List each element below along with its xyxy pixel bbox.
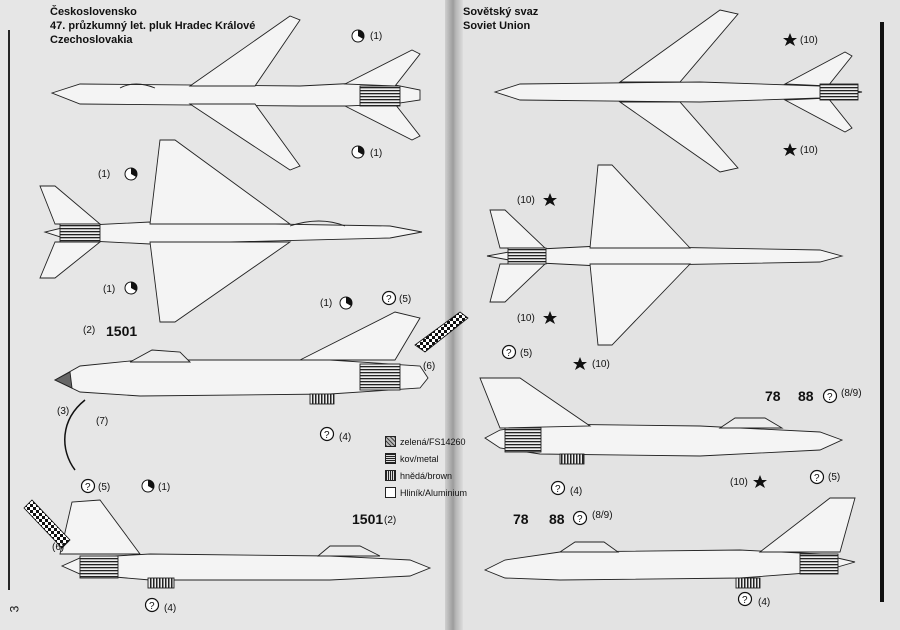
legend-item: Hliník/Aluminium [385,484,467,501]
cz-bottom-view [39,139,423,323]
cz-serial-number: 1501 [106,323,137,339]
question-mark: ? [386,294,392,305]
cz-roundel-icon [124,281,138,295]
ref-label: (6) [423,361,435,372]
ref-label: (5) [399,294,411,305]
su-side-view-lower [483,497,856,589]
ref-label: (5) [828,472,840,483]
checkered-tail-band [23,499,71,549]
cz-serial-number: 1501 [352,511,383,527]
ref-label: (10) [517,313,535,324]
cz-roundel-icon [141,479,155,493]
question-mark: ? [324,430,330,441]
soviet-star-icon [783,33,797,46]
ref-label: (4) [570,486,582,497]
ref-label: (1) [103,284,115,295]
ref-label: (5) [98,482,110,493]
su-top-view [493,9,863,173]
question-mark: ? [742,595,748,606]
legend-item: hnědá/brown [385,467,467,484]
ref-label: (5) [520,348,532,359]
su-serial-number: 78 [765,388,781,404]
ref-label: (10) [800,35,818,46]
question-mark: ? [149,601,155,612]
ref-label: (3) [57,406,69,417]
ref-label: (4) [758,597,770,608]
su-serial-number: 88 [798,388,814,404]
country-cz-label: Sovětský svaz [463,6,539,18]
su-side-view-upper [479,377,844,465]
legend-label: hnědá/brown [400,470,453,481]
page-fold [445,0,463,630]
su-bottom-view [486,164,844,346]
legend-label: Hliník/Aluminium [400,487,468,498]
legend-label: kov/metal [400,453,439,464]
left-margin-rule [8,30,10,590]
checkered-tail-band [414,311,469,353]
legend-item: kov/metal [385,450,467,467]
cz-roundel-icon [339,296,353,310]
cz-roundel-icon [351,29,365,43]
right-margin-rule [880,22,884,602]
ref-label: (10) [730,477,748,488]
ref-label: (7) [96,416,108,427]
ref-label: (1) [370,31,382,42]
ref-label: (1) [158,482,170,493]
ref-label: (6) [52,542,64,553]
ref-label: (1) [320,298,332,309]
cz-roundel-icon [124,167,138,181]
question-mark: ? [827,392,833,403]
aluminium-swatch-icon [385,487,396,498]
cz-side-view-upper [53,311,429,405]
question-mark: ? [577,514,583,525]
soviet-star-icon [783,143,797,156]
legend-item: zelená/FS14260 [385,433,467,450]
ref-label: (8/9) [841,388,862,399]
ref-label: (10) [517,195,535,206]
su-serial-number: 88 [549,511,565,527]
ref-label: (10) [592,359,610,370]
color-legend: zelená/FS14260 kov/metal hnědá/brown Hli… [385,433,467,501]
ref-label: (4) [164,603,176,614]
country-cz-label: Československo [50,6,137,18]
cz-top-view-upper [50,15,421,171]
green-swatch-icon [385,436,396,447]
cz-roundel-icon [351,145,365,159]
cz-side-view-lower [59,499,432,589]
question-mark: ? [85,482,91,493]
ref-label: (8/9) [592,510,613,521]
country-en-label: Czechoslovakia [50,34,133,46]
ref-label: (2) [384,515,396,526]
country-en-label: Soviet Union [463,20,531,32]
question-mark: ? [506,348,512,359]
unit-label: 47. průzkumný let. pluk Hradec Králové [50,20,256,32]
ref-label: (4) [339,432,351,443]
czechoslovakia-header: Československo 47. průzkumný let. pluk H… [50,5,255,47]
ref-label: (1) [98,169,110,180]
su-serial-number: 78 [513,511,529,527]
soviet-star-icon [573,357,587,370]
soviet-union-header: Sovětský svaz Soviet Union [463,5,538,33]
brown-swatch-icon [385,470,396,481]
ref-label: (2) [83,325,95,336]
soviet-star-icon [753,475,767,488]
pitot-arc [64,399,86,471]
metal-swatch-icon [385,453,396,464]
soviet-star-icon [543,311,557,324]
ref-label: (10) [800,145,818,156]
legend-label: zelená/FS14260 [400,436,466,447]
ref-label: (1) [370,148,382,159]
question-mark: ? [555,484,561,495]
soviet-star-icon [543,193,557,206]
question-mark: ? [814,473,820,484]
